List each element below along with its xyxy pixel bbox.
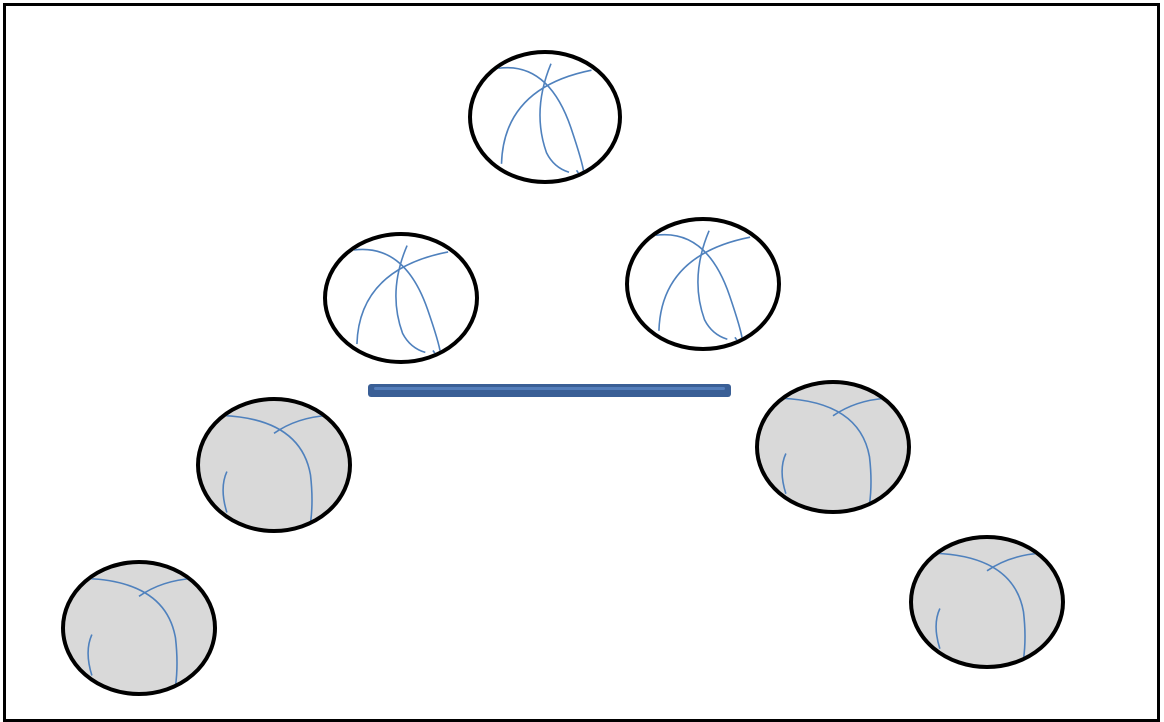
bar-body (368, 384, 731, 397)
ball-bottom-right (911, 537, 1063, 667)
ball-top-center (470, 52, 620, 182)
ball-lower-left (198, 399, 350, 531)
ball-bottom-left (63, 562, 215, 694)
horizontal-bar (368, 384, 731, 397)
bar-highlight (374, 387, 725, 390)
ball-middle-left (325, 234, 477, 362)
ball-lower-right (757, 382, 909, 512)
ball-middle-right (627, 219, 779, 349)
